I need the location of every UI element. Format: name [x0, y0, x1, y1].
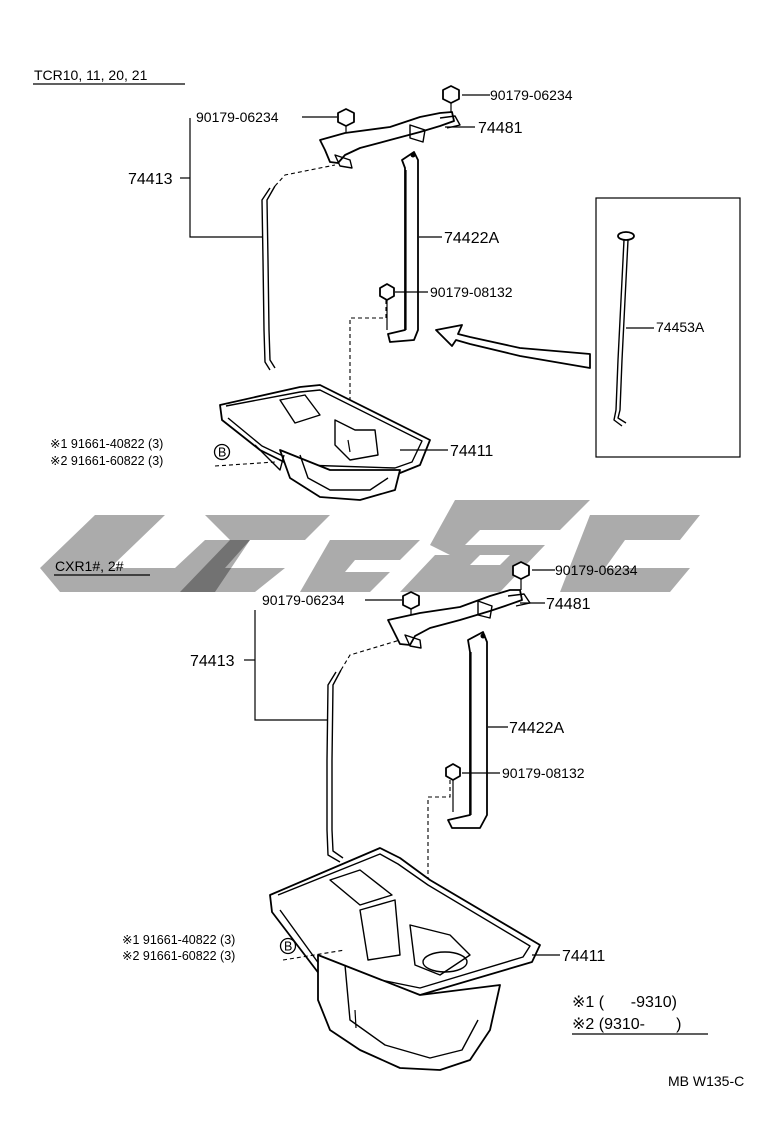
bottom-assembly: CXR1#, 2# — [54, 558, 638, 1071]
top-bolt-1-label: ※1 91661-40822 (3) — [50, 437, 163, 451]
inset-arrow-icon — [435, 324, 591, 369]
legend-note-2: ※2 (9310- ) — [572, 1016, 681, 1033]
legend-note-1: ※1 ( -9310) — [572, 994, 677, 1011]
bottom-bolt-marker-icon: B — [279, 937, 297, 955]
bottom-clamp-label: 74481 — [546, 596, 591, 613]
bottom-nut-bracket-label: 90179-08132 — [502, 765, 585, 781]
bottom-bolt-1-label: ※1 91661-40822 (3) — [122, 933, 235, 947]
top-model-label: TCR10, 11, 20, 21 — [34, 67, 148, 83]
top-nut-right-icon — [442, 85, 460, 112]
top-nut-right-label: 90179-06234 — [490, 87, 573, 103]
bottom-bolt-2-label: ※2 91661-60822 (3) — [122, 949, 235, 963]
top-clamp-part — [319, 111, 461, 169]
bottom-tray-label: 74411 — [562, 948, 605, 965]
top-bracket-part — [387, 151, 419, 343]
top-rod-label: 74413 — [128, 171, 173, 188]
top-nut-bracket-label: 90179-08132 — [430, 284, 513, 300]
bottom-rod-part — [326, 671, 341, 863]
top-bolt-marker-icon: B — [213, 443, 231, 461]
bottom-tray-part — [269, 847, 541, 1071]
top-clamp-label: 74481 — [478, 120, 523, 137]
drawing-code: MB W135-C — [668, 1073, 744, 1089]
top-inset-part-label: 74453A — [656, 319, 705, 335]
top-bolt-2-label: ※2 91661-60822 (3) — [50, 454, 163, 468]
bottom-rod-label: 74413 — [190, 653, 235, 670]
svg-text:B: B — [218, 446, 226, 460]
bottom-clamp-part — [387, 589, 531, 649]
bottom-bracket-label: 74422A — [509, 720, 564, 737]
legend: ※1 ( -9310) ※2 (9310- ) — [572, 994, 708, 1035]
top-tray-label: 74411 — [450, 443, 493, 460]
top-inset-box — [595, 197, 741, 458]
top-assembly: TCR10, 11, 20, 21 — [33, 67, 741, 501]
bottom-model-label: CXR1#, 2# — [55, 558, 124, 574]
bottom-nut-left-label: 90179-06234 — [262, 592, 345, 608]
top-bracket-label: 74422A — [444, 230, 499, 247]
top-rod-part — [261, 187, 271, 371]
bottom-nut-right-icon — [512, 561, 530, 590]
watermark-logo — [40, 500, 700, 592]
top-nut-left-label: 90179-06234 — [196, 109, 279, 125]
bottom-nut-right-label: 90179-06234 — [555, 562, 638, 578]
top-nut-bracket-icon — [379, 283, 395, 330]
svg-text:B: B — [284, 940, 292, 954]
bottom-nut-bracket-icon — [445, 763, 461, 812]
bottom-bracket-part — [447, 631, 488, 829]
top-tray-part — [219, 384, 431, 501]
